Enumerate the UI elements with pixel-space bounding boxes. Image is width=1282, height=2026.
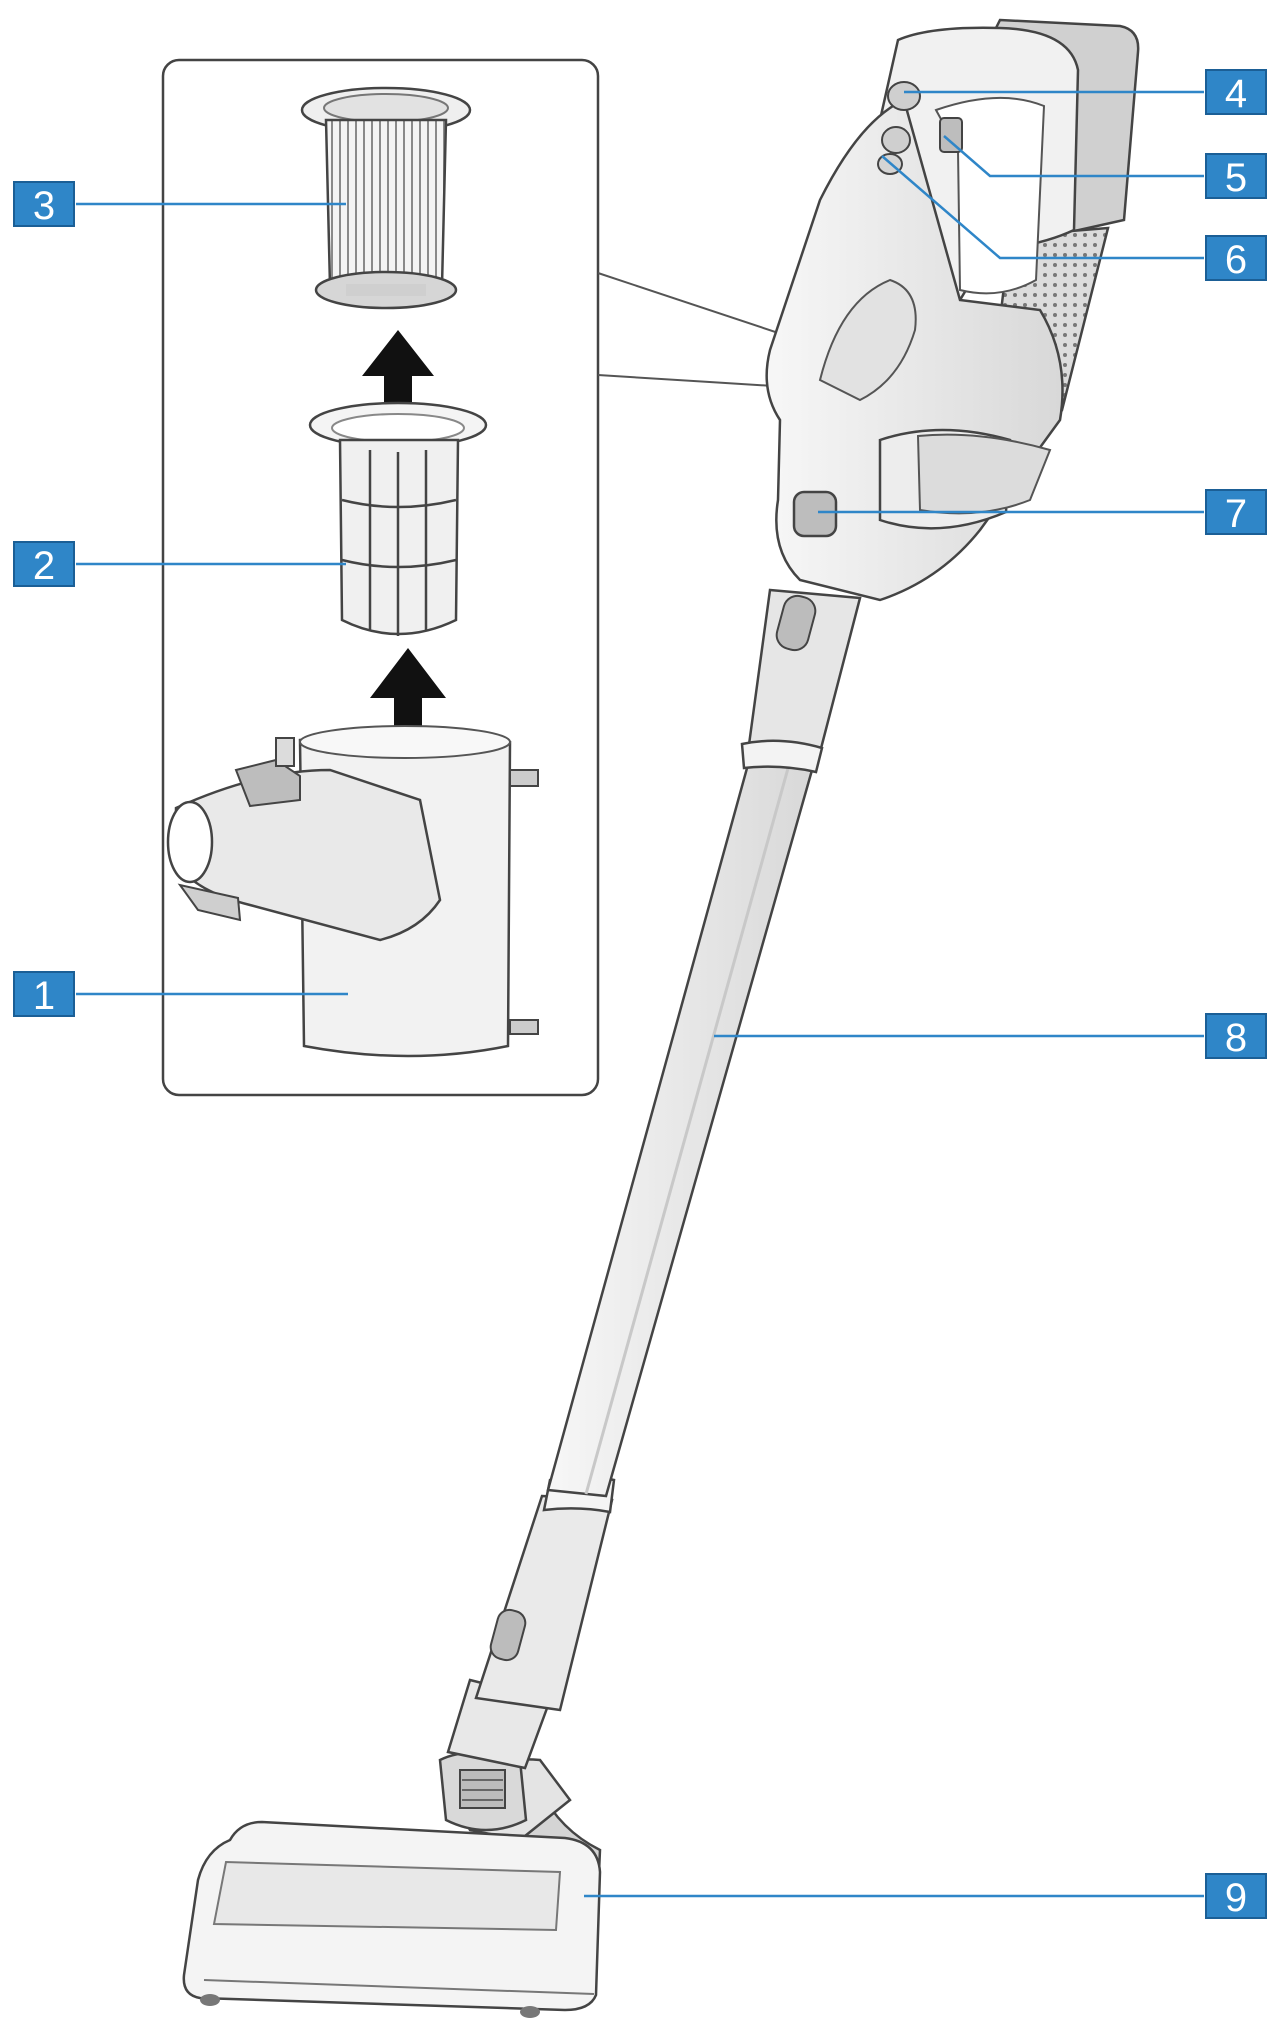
floor-nozzle: [182, 1758, 602, 2018]
callout-label: 4: [1225, 72, 1247, 116]
handheld-body: [765, 18, 1140, 602]
callout-6: 6: [1205, 235, 1267, 282]
callout-box: [1205, 69, 1267, 115]
callout-label: 1: [33, 974, 55, 1018]
callout-5: 5: [1205, 153, 1267, 200]
callout-label: 3: [33, 184, 55, 228]
callout-4: 4: [1205, 69, 1267, 116]
callout-label: 8: [1225, 1016, 1247, 1060]
callout-1: 1: [13, 971, 75, 1018]
up-arrow-icon: [362, 330, 434, 436]
callout-9: 9: [1205, 1873, 1267, 1920]
callout-label: 2: [33, 544, 55, 588]
callout-box: [1205, 1013, 1267, 1059]
upper-tube: [740, 588, 862, 774]
callout-label: 9: [1225, 1876, 1247, 1920]
callout-box: [13, 971, 75, 1017]
callout-label: 6: [1225, 238, 1247, 282]
callout-box: [1205, 153, 1267, 199]
filter-mesh-icon: [341, 450, 457, 636]
callout-box: [1205, 1873, 1267, 1919]
callout-box: [1205, 235, 1267, 281]
callout-2: 2: [13, 541, 75, 588]
callout-box: [13, 541, 75, 587]
pleated-filter: [300, 86, 472, 310]
leader-lines: [76, 90, 1204, 1898]
callout-label: 5: [1225, 156, 1247, 200]
up-arrow-icon: [370, 648, 446, 760]
mesh-filter: [308, 401, 488, 636]
lower-tube: [474, 1474, 616, 1712]
callout-label: 7: [1225, 492, 1247, 536]
callout-box: [13, 181, 75, 227]
dust-container: [166, 725, 539, 1058]
callout-3: 3: [13, 181, 75, 228]
callout-7: 7: [1205, 489, 1267, 536]
callout-8: 8: [1205, 1013, 1267, 1060]
callout-box: [1205, 489, 1267, 535]
nozzle-joint: [438, 1678, 552, 1832]
